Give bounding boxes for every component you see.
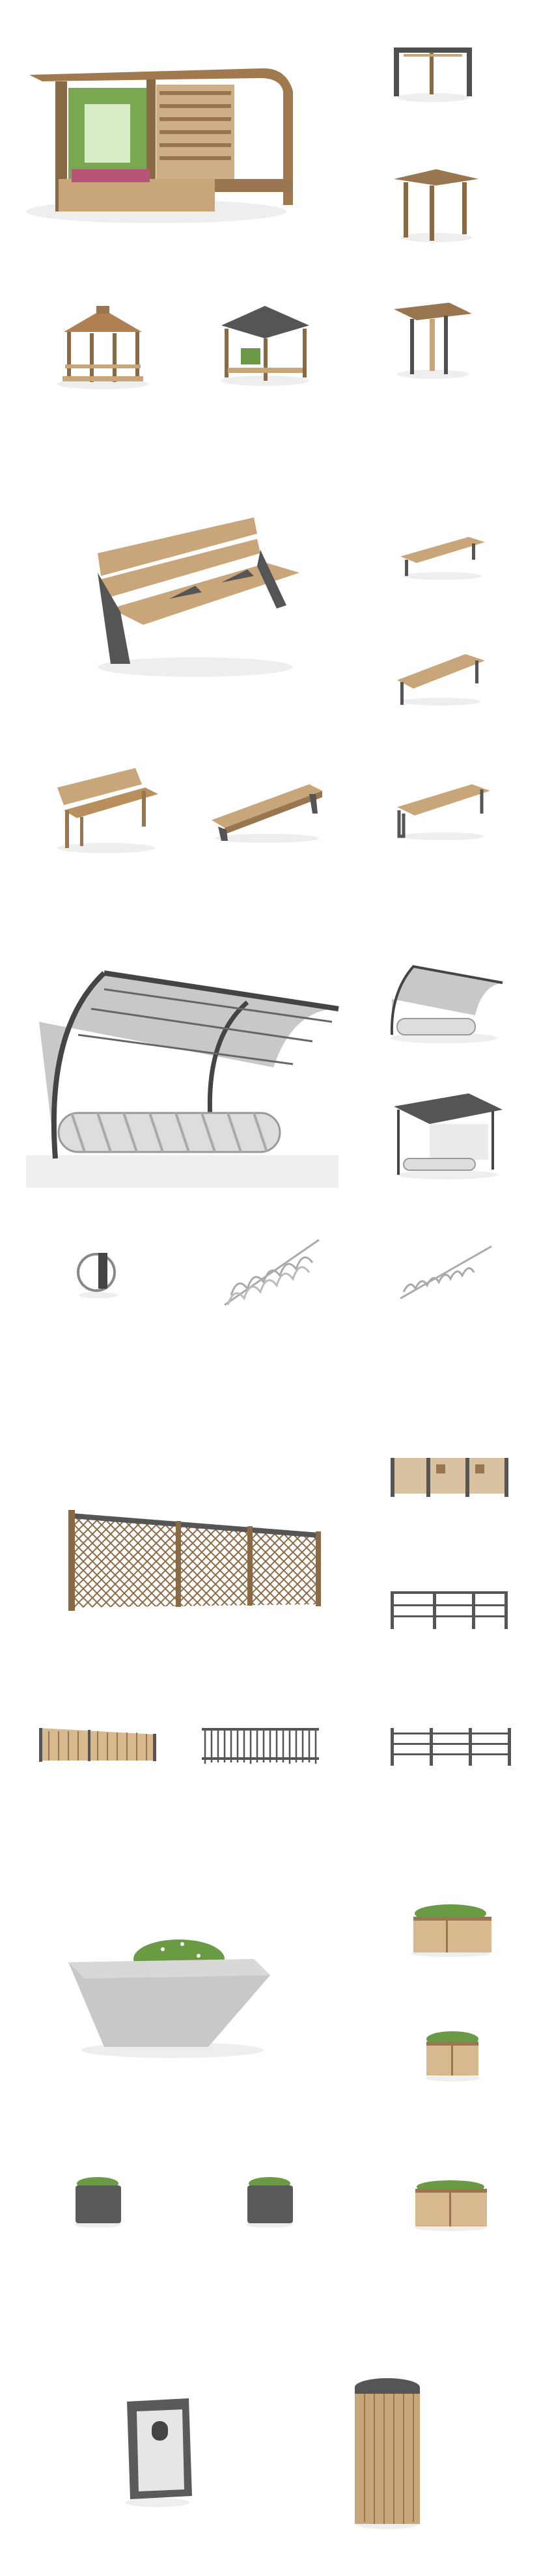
fence-metal-bars[interactable] bbox=[199, 1725, 322, 1767]
planter-wood-1[interactable] bbox=[407, 1900, 495, 1959]
bike-shelter-large[interactable] bbox=[26, 950, 339, 1191]
bin-wood[interactable] bbox=[352, 2376, 423, 2532]
bench-flat-1[interactable] bbox=[397, 530, 488, 582]
bike-stand-single[interactable] bbox=[74, 1246, 122, 1302]
bench-curved[interactable] bbox=[208, 781, 325, 846]
pergola-square[interactable] bbox=[391, 42, 475, 104]
fence-rail-metal[interactable] bbox=[387, 1588, 511, 1634]
fence-lattice[interactable] bbox=[65, 1507, 325, 1617]
bench-flat-3[interactable] bbox=[394, 778, 491, 843]
planter-concrete-large[interactable] bbox=[65, 1930, 273, 2060]
gazebo-square[interactable] bbox=[215, 303, 316, 387]
bike-shelter-roof[interactable] bbox=[391, 1090, 504, 1181]
pergola-roof[interactable] bbox=[391, 166, 482, 244]
bike-shelter-small[interactable] bbox=[384, 957, 504, 1045]
planter-wood-2[interactable] bbox=[420, 2027, 485, 2083]
fence-rail-post[interactable] bbox=[387, 1725, 514, 1767]
bench-large[interactable] bbox=[91, 514, 299, 683]
bus-shelter-planter[interactable] bbox=[26, 65, 332, 228]
bench-classic[interactable] bbox=[51, 765, 161, 856]
bike-rack-wave[interactable] bbox=[397, 1240, 495, 1305]
pergola-canopy[interactable] bbox=[391, 299, 475, 381]
bench-flat-2[interactable] bbox=[394, 644, 488, 709]
planter-wood-3[interactable] bbox=[410, 2177, 491, 2232]
gazebo-hexagonal[interactable] bbox=[51, 306, 155, 391]
planter-round-1[interactable] bbox=[70, 2174, 126, 2229]
planter-round-2[interactable] bbox=[242, 2174, 297, 2229]
bike-rack-spiral[interactable] bbox=[221, 1233, 325, 1315]
bin-steel[interactable] bbox=[120, 2395, 195, 2509]
fence-wood-short[interactable] bbox=[36, 1725, 159, 1764]
fence-panel-wood[interactable] bbox=[387, 1455, 511, 1500]
